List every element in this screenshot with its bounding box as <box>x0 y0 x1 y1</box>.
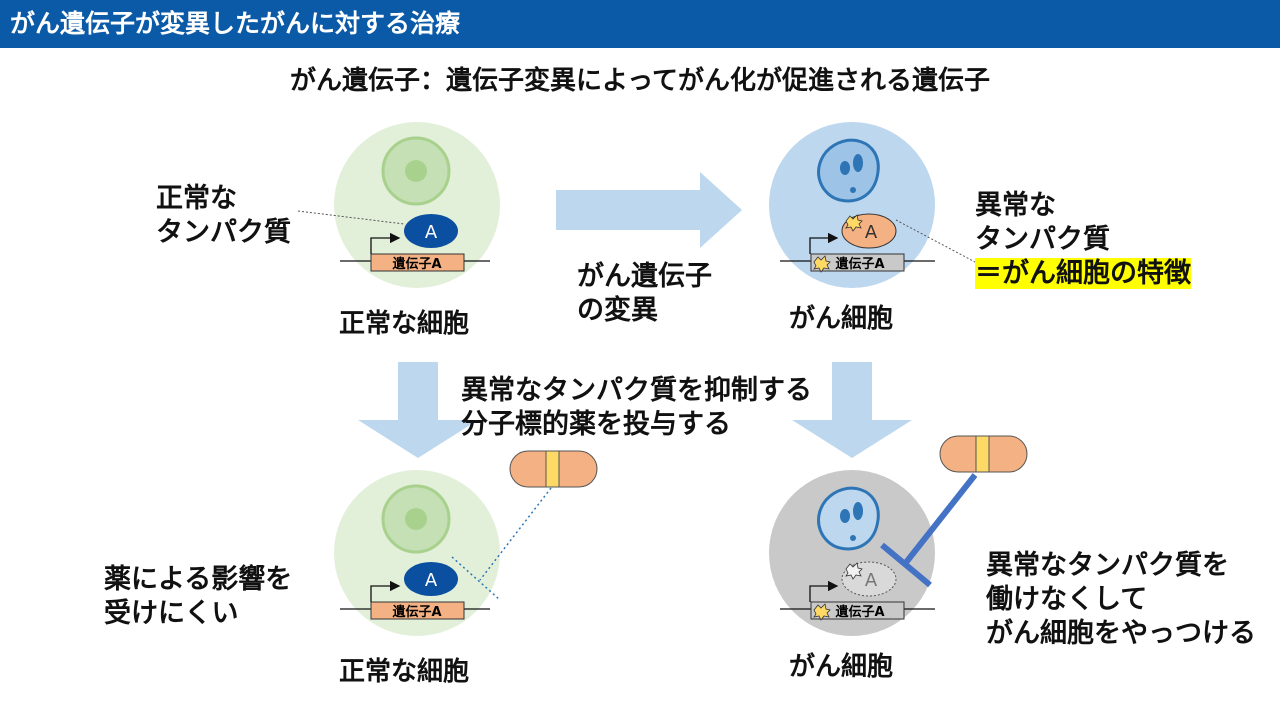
header-bar: がん遺伝子が変異したがんに対する治療 <box>0 0 1280 48</box>
drug-action-label: 異常なタンパク質を抑制する 分子標的薬を投与する <box>461 375 812 440</box>
svg-text:A: A <box>865 222 878 243</box>
normal-cell-label: 正常な細胞 <box>339 309 470 339</box>
down-arrow-cancer <box>792 362 912 458</box>
normal-drug-effect-label: 薬による影響を 受けにくい <box>104 564 293 629</box>
cancer-feature-highlight: ＝がん細胞の特徴 <box>975 258 1191 289</box>
cancer-cell-bottom: 遺伝子A A <box>769 470 935 636</box>
gene-box-mutated <box>810 253 905 272</box>
drug-capsule-2 <box>939 435 1028 473</box>
normal-cell-top: 遺伝子A A <box>334 122 500 288</box>
normal-protein <box>404 214 458 248</box>
mutation-arrow <box>556 172 742 248</box>
svg-text:A: A <box>865 570 878 591</box>
slide-title: がん遺伝子が変異したがんに対する治療 <box>10 9 461 38</box>
svg-text:遺伝子A: 遺伝子A <box>834 256 884 272</box>
inhibitor-symbol <box>880 473 978 588</box>
down-arrow-normal <box>358 362 478 458</box>
normal-cell-bottom: 遺伝子A A <box>334 470 500 636</box>
cancer-cell-label-bottom: がん細胞 <box>789 652 894 682</box>
subtitle: がん遺伝子：遺伝子変異によってがん化が促進される遺伝子 <box>290 66 990 96</box>
abnormal-protein-label: 異常な タンパク質 ＝がん細胞の特徴 <box>975 190 1191 289</box>
gene-label: 遺伝子A <box>391 256 441 272</box>
mutation-mark <box>813 255 831 273</box>
drug-capsule <box>509 450 598 488</box>
normal-protein-label: 正常な タンパク質 <box>156 183 291 248</box>
mutation-label: がん遺伝子 の変異 <box>577 261 712 326</box>
protein-letter: A <box>425 222 438 243</box>
svg-text:A: A <box>425 570 438 591</box>
gene-box <box>370 253 465 272</box>
cancer-cell-top: 遺伝子A A <box>769 122 935 288</box>
svg-text:遺伝子A: 遺伝子A <box>391 604 441 620</box>
normal-cell-label-bottom: 正常な細胞 <box>339 657 470 687</box>
cancer-drug-effect-label: 異常なタンパク質を 働けなくして がん細胞をやっつける <box>986 550 1256 649</box>
svg-text:遺伝子A: 遺伝子A <box>834 604 884 620</box>
cancer-cell-label: がん細胞 <box>789 304 894 334</box>
